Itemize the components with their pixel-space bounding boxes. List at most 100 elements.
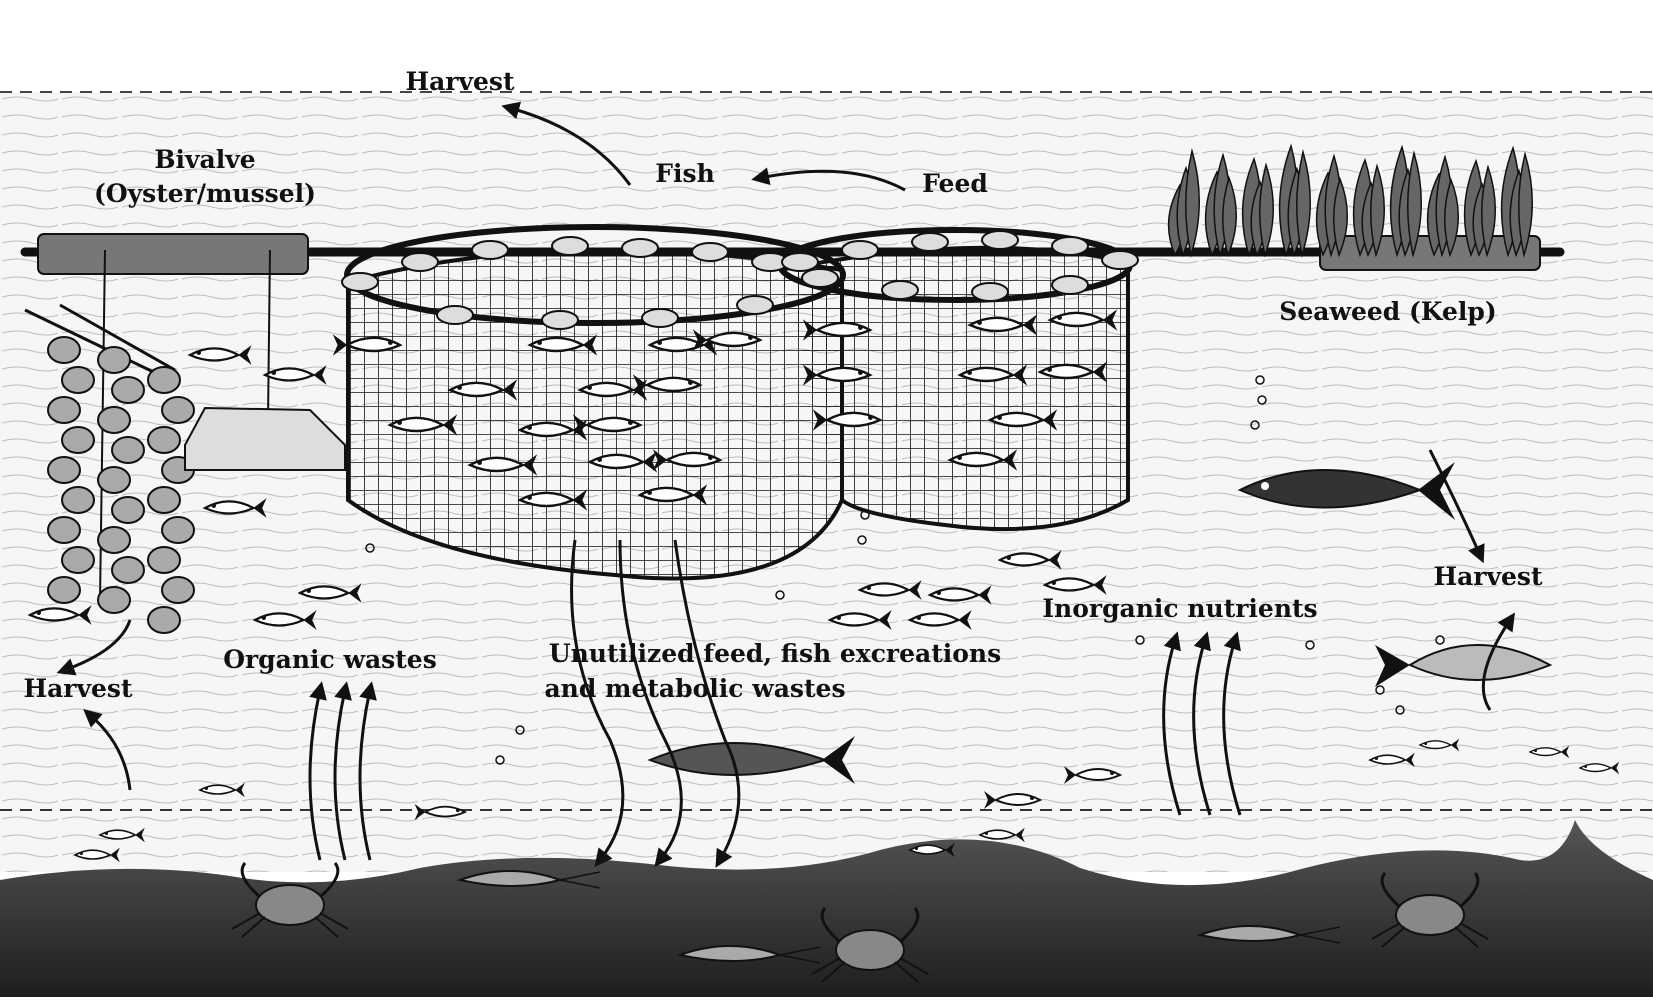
shrimp-icon — [456, 870, 601, 889]
oyster-icon — [61, 546, 95, 574]
fish-icon — [967, 314, 1038, 336]
fish-icon — [692, 329, 763, 351]
fish-icon — [202, 498, 267, 518]
fish-icon — [1047, 309, 1118, 331]
shrimp-icon — [676, 945, 821, 964]
fish-icon — [1418, 738, 1460, 752]
fish-icon — [262, 365, 327, 385]
label-unutilized-1: Unutilized feed, fish excreations — [549, 639, 1001, 668]
fish-icon — [527, 334, 598, 356]
fish-icon — [1368, 752, 1415, 768]
fish-icon — [517, 489, 588, 511]
label-organic-wastes: Organic wastes — [223, 645, 437, 674]
oyster-icon — [47, 456, 81, 484]
fish-icon — [637, 484, 708, 506]
fish-icon — [632, 374, 703, 396]
seabed — [0, 820, 1653, 997]
fish-icon — [927, 585, 992, 605]
crab-icon — [1371, 872, 1489, 948]
fish-icon — [414, 803, 468, 821]
left-float-pipe — [37, 233, 309, 275]
oyster-icon — [147, 486, 181, 514]
label-harvest-right: Harvest — [1433, 562, 1542, 591]
oyster-icon — [147, 426, 181, 454]
bubbles — [365, 375, 1445, 765]
oyster-icon — [47, 576, 81, 604]
fish-icon — [957, 364, 1028, 386]
oyster-icon — [97, 346, 131, 374]
oyster-icon — [111, 436, 145, 464]
oyster-icon — [161, 396, 195, 424]
oyster-icon — [161, 576, 195, 604]
fish-icon — [1064, 766, 1123, 784]
fish-icon — [947, 449, 1018, 471]
bivalve-tray — [184, 406, 346, 471]
cage-floats — [341, 230, 1139, 330]
fish-icon — [252, 610, 317, 630]
oyster-icon — [111, 376, 145, 404]
oyster-icon — [111, 556, 145, 584]
bivalve-culture — [24, 249, 346, 634]
fish-icon — [908, 842, 955, 858]
fish-icon — [332, 334, 403, 356]
oyster-icon — [61, 366, 95, 394]
fish-icon — [652, 449, 723, 471]
fish-icon — [647, 736, 855, 784]
label-feed: Feed — [922, 169, 988, 198]
fish-icon — [827, 610, 892, 630]
label-unutilized-2: and metabolic wastes — [544, 674, 845, 703]
shrimp-icon — [1196, 925, 1341, 944]
fish-icon — [572, 414, 643, 436]
fish-icon — [1375, 644, 1553, 687]
fish-icon — [802, 319, 873, 341]
fish-icon — [997, 550, 1062, 570]
fish-icon — [98, 827, 145, 843]
fish-icon — [27, 605, 92, 625]
oyster-icon — [111, 496, 145, 524]
label-seaweed: Seaweed (Kelp) — [1279, 297, 1496, 326]
wild-fish — [27, 345, 1620, 863]
fish-icon — [987, 409, 1058, 431]
fish-icon — [467, 454, 538, 476]
oyster-icon — [47, 336, 81, 364]
fish-icon — [1578, 761, 1620, 775]
oyster-icon — [61, 486, 95, 514]
oyster-icon — [97, 586, 131, 614]
oyster-icon — [97, 526, 131, 554]
oyster-icon — [47, 516, 81, 544]
label-fish: Fish — [655, 159, 715, 188]
fish-icon — [1042, 575, 1107, 595]
net-cage-icon — [332, 224, 1139, 581]
label-bivalve: Bivalve — [154, 145, 255, 174]
oyster-icon — [97, 406, 131, 434]
fish-icon — [297, 583, 362, 603]
fish-icon — [587, 451, 658, 473]
fish-icon — [73, 847, 120, 863]
fish-icon — [187, 345, 252, 365]
oyster-icon — [47, 336, 195, 634]
benthic-creatures — [231, 862, 1489, 983]
fish-icon — [447, 379, 518, 401]
label-harvest-left: Harvest — [23, 674, 132, 703]
fish-icon — [857, 580, 922, 600]
crab-icon — [231, 862, 349, 938]
label-harvest-top: Harvest — [405, 67, 514, 96]
flow-arrows — [56, 101, 1515, 868]
fish-icon — [387, 414, 458, 436]
fish-icon — [978, 827, 1025, 843]
oyster-icon — [147, 606, 181, 634]
label-bivalve-sub: (Oyster/mussel) — [94, 179, 316, 208]
fish-icon — [198, 782, 245, 798]
oyster-icon — [147, 366, 181, 394]
caged-fish — [332, 309, 1118, 511]
fish-icon — [1528, 745, 1570, 759]
fish-icon — [907, 610, 972, 630]
fish-icon — [802, 364, 873, 386]
fish-icon — [984, 791, 1043, 809]
fish-icon — [812, 409, 883, 431]
oyster-icon — [147, 546, 181, 574]
oyster-icon — [161, 516, 195, 544]
fish-icon — [1037, 361, 1108, 383]
oyster-icon — [97, 466, 131, 494]
